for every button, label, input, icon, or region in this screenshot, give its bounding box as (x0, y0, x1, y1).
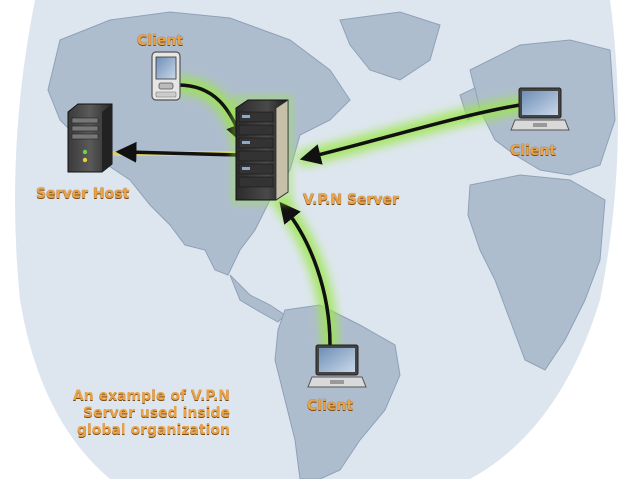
caption-line-1: An example of V.P.N (72, 388, 230, 404)
server-tower-icon (67, 103, 113, 173)
client-south-label: Client (307, 398, 354, 414)
south-america-landmass (274, 304, 401, 479)
server-host-label: Server Host (36, 186, 130, 202)
laptop-icon (510, 87, 570, 131)
caption-line-2: Server used inside (83, 405, 230, 421)
client-phone-label: Client (137, 33, 184, 49)
vpn-server-label: V.P.N Server (303, 192, 399, 208)
laptop-icon (307, 344, 367, 388)
africa-landmass (467, 174, 606, 371)
connection-arrows (115, 83, 521, 346)
diagram-caption: An example of V.P.N Server used inside g… (30, 388, 230, 439)
greenland-landmass (339, 11, 441, 81)
caption-line-3: global organization (76, 422, 230, 438)
arrow-east-laptop-to-server (299, 103, 521, 165)
arrow-server-to-host (115, 141, 239, 163)
server-rack-icon (230, 94, 294, 206)
arrow-south-laptop-to-server (279, 201, 332, 346)
client-east-label: Client (510, 143, 557, 159)
phone-icon (151, 51, 181, 101)
